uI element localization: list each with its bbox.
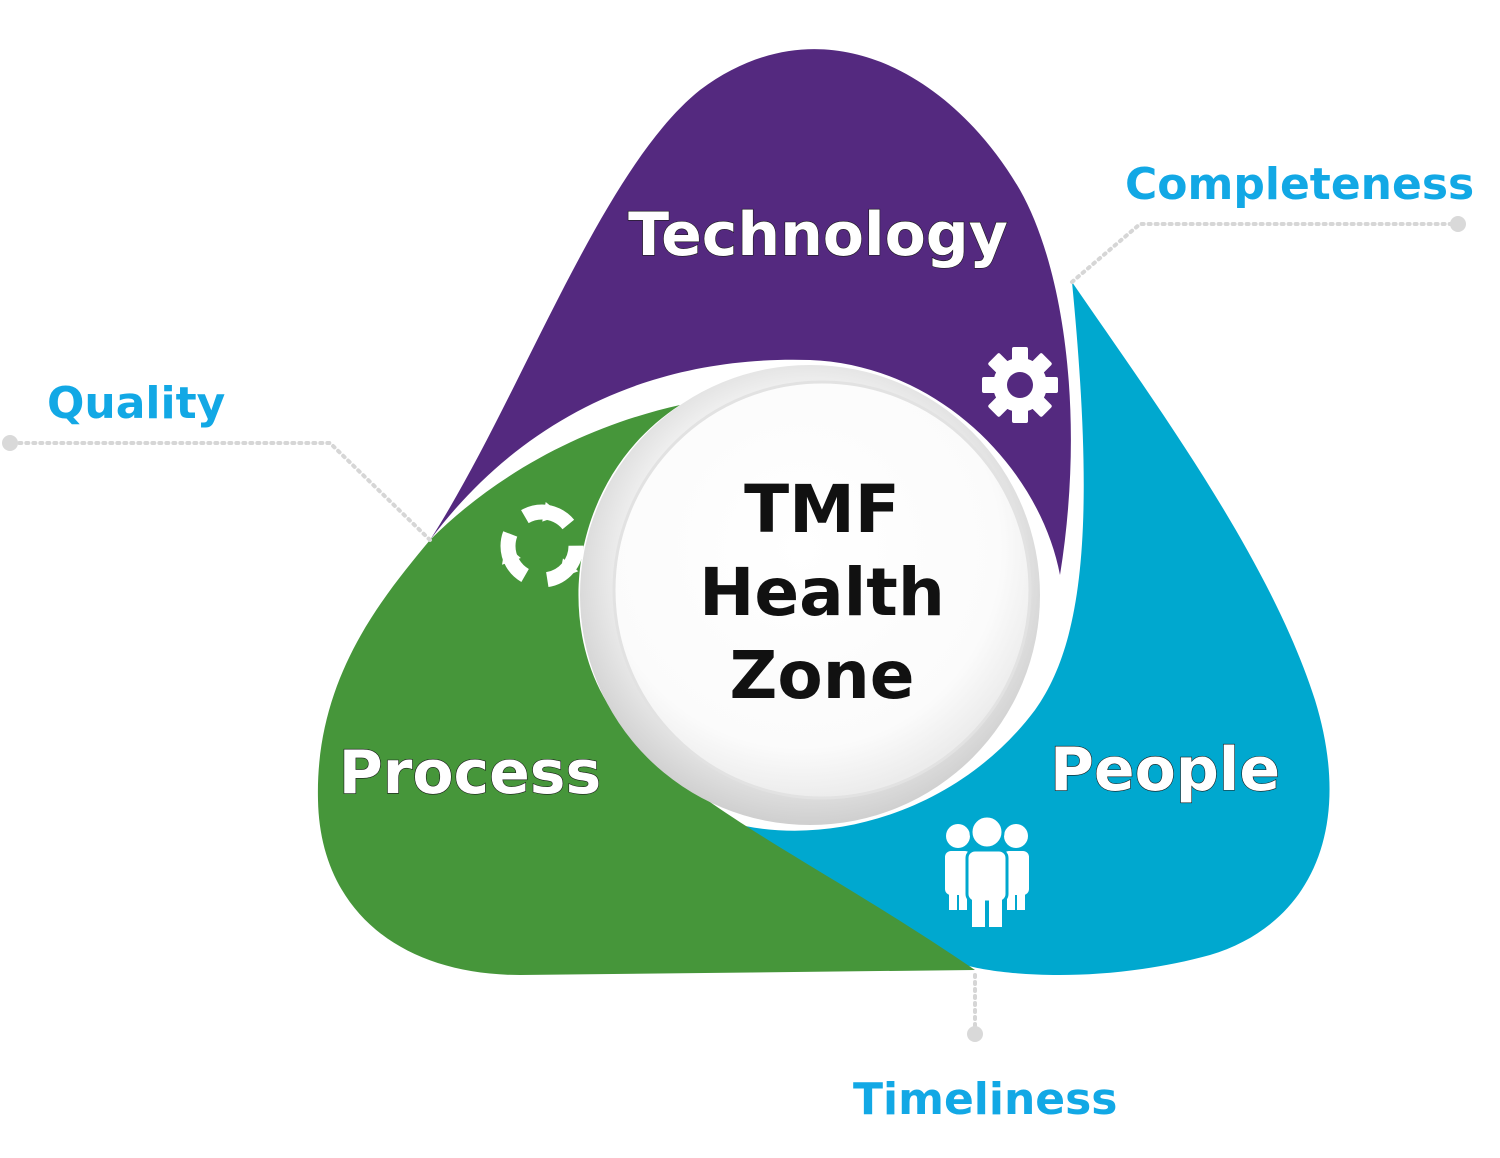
technology-segment: [430, 49, 1071, 576]
cycle-arrows-icon: [500, 501, 584, 588]
center-line-3: Zone: [730, 637, 915, 714]
completeness-label: Completeness: [1125, 159, 1474, 210]
timeliness-connector: [967, 973, 983, 1042]
completeness-connector: [1070, 216, 1466, 284]
quality-label: Quality: [47, 378, 225, 429]
center-disc: [612, 380, 1032, 800]
people-label: People: [1050, 735, 1280, 805]
people-group-icon: [945, 814, 1029, 927]
center-line-2: Health: [699, 554, 945, 631]
center-line-1: TMF: [744, 471, 900, 548]
gear-icon: [982, 347, 1058, 423]
process-label: Process: [339, 738, 601, 808]
technology-label: Technology: [628, 200, 1008, 270]
people-segment: [728, 282, 1330, 975]
process-segment: [317, 405, 976, 975]
timeliness-label: Timeliness: [853, 1074, 1118, 1125]
quality-connector: [2, 435, 432, 542]
